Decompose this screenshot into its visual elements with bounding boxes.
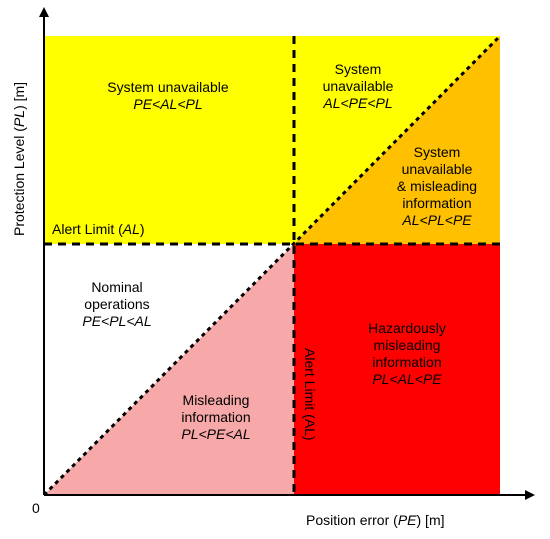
svg-text:System: System [335,61,382,77]
svg-text:System: System [414,144,461,160]
svg-text:Misleading: Misleading [183,392,250,408]
svg-text:AL<PL<PE: AL<PL<PE [401,212,472,228]
svg-text:Nominal: Nominal [91,279,142,295]
svg-text:PL<PE<AL: PL<PE<AL [181,426,250,442]
svg-text:System unavailable: System unavailable [107,79,229,95]
svg-text:information: information [402,195,471,211]
svg-text:information: information [181,409,250,425]
svg-text:operations: operations [84,296,149,312]
svg-text:& misleading: & misleading [397,178,477,194]
region-hazardous [294,244,500,495]
label-hazardous: Hazardously misleading information PL<AL… [368,320,446,387]
svg-text:PL<AL<PE: PL<AL<PE [372,371,442,387]
svg-text:information: information [372,354,441,370]
svg-text:unavailable: unavailable [323,78,394,94]
label-unavailable-right: System unavailable AL<PE<PL [322,61,393,111]
alert-limit-horizontal-label: Alert Limit (AL) [52,221,145,237]
alert-limit-vertical-label: Alert Limit (AL) [302,348,318,441]
label-unavailable-misleading: System unavailable & misleading informat… [397,144,477,228]
svg-text:PE<PL<AL: PE<PL<AL [82,313,151,329]
label-unavailable-left: System unavailable PE<AL<PL [107,79,229,112]
svg-text:misleading: misleading [374,337,441,353]
svg-text:unavailable: unavailable [402,161,473,177]
origin-label: 0 [32,500,40,516]
x-axis-label: Position error (PE) [m] [306,512,445,528]
svg-text:AL<PE<PL: AL<PE<PL [322,95,392,111]
svg-text:Hazardously: Hazardously [368,320,446,336]
diagonal-line [42,34,502,497]
svg-text:PE<AL<PL: PE<AL<PL [133,96,202,112]
label-misleading: Misleading information PL<PE<AL [181,392,250,442]
region-unavailable-left [44,36,294,244]
y-axis-label: Protection Level (PL) [m] [11,82,27,236]
label-nominal: Nominal operations PE<PL<AL [82,279,151,329]
